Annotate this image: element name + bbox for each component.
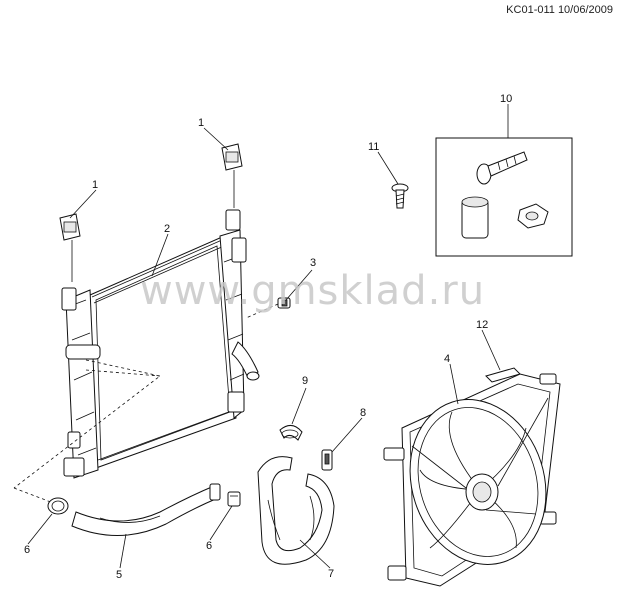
callout-12: 12 bbox=[476, 319, 488, 331]
callout-9: 9 bbox=[302, 375, 308, 387]
drain-plug bbox=[245, 297, 291, 319]
callouts: 1 1 2 3 4 5 6 6 7 8 9 10 11 12 bbox=[24, 93, 512, 581]
radiator bbox=[61, 209, 260, 479]
callout-5: 5 bbox=[116, 569, 122, 581]
callout-1-left: 1 bbox=[92, 179, 98, 191]
watermark: www.gmsklad.ru bbox=[140, 268, 486, 314]
hose-clamp-right bbox=[227, 491, 241, 507]
callout-2: 2 bbox=[164, 223, 170, 235]
mounting-bushing-right bbox=[221, 143, 243, 208]
hose-clamp-left bbox=[47, 497, 69, 515]
callout-7: 7 bbox=[328, 568, 334, 580]
callout-3: 3 bbox=[310, 257, 316, 269]
callout-4: 4 bbox=[444, 353, 450, 365]
fan-shroud bbox=[383, 373, 561, 587]
fan-bolt bbox=[391, 183, 409, 209]
drawing-code: KC01-011 10/06/2009 bbox=[506, 4, 613, 16]
callout-1-right: 1 bbox=[198, 117, 204, 129]
lower-hose bbox=[71, 483, 221, 537]
upper-hose bbox=[257, 456, 335, 565]
hose-bracket bbox=[321, 449, 333, 471]
reference-lines bbox=[13, 359, 161, 505]
callout-6-right: 6 bbox=[206, 540, 212, 552]
mounting-bushing-left bbox=[59, 213, 81, 282]
callout-11: 11 bbox=[368, 141, 379, 153]
leader-lines bbox=[27, 104, 509, 569]
callout-6-left: 6 bbox=[24, 544, 30, 556]
callout-8: 8 bbox=[360, 407, 366, 419]
mounting-kit bbox=[435, 137, 573, 257]
callout-10: 10 bbox=[500, 93, 512, 105]
hose-clamp-upper bbox=[279, 425, 303, 441]
